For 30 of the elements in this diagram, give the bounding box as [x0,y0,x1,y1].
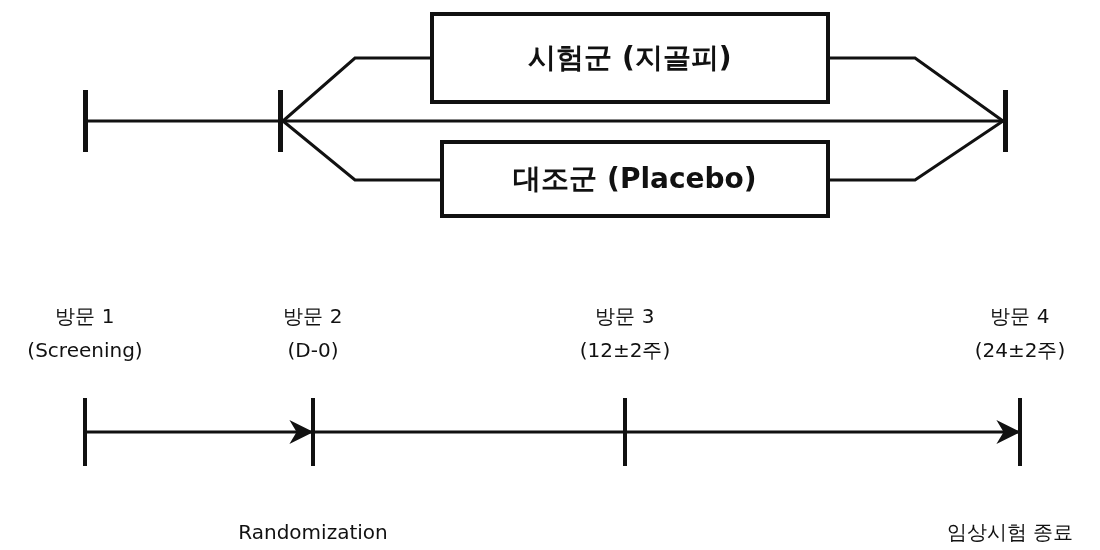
tick-mark [83,90,88,152]
connector-line [315,430,623,434]
connector-line [282,56,430,123]
arrow [627,420,1021,444]
connector-line [830,56,1004,123]
group-label: 대조군 (Placebo) [513,161,757,197]
visit-timing: (24±2주) [974,340,1066,360]
connector-line [88,119,278,123]
tick-mark [623,398,627,466]
tick-mark [83,398,87,466]
visit-timing: (Screening) [27,340,143,360]
tick-mark [311,398,315,466]
visit-timing: (D-0) [287,340,339,360]
visit-label: 방문 1 [55,306,115,326]
connector-line [282,119,440,182]
connector-line [830,119,1004,182]
group-box [440,140,830,218]
visit-label: 방문 4 [990,306,1050,326]
group-label: 시험군 (지골피) [528,40,732,76]
visit-label: 방문 3 [595,306,655,326]
arrow [87,420,314,444]
milestone-label: Randomization [238,522,388,542]
tick-mark [278,90,283,152]
group-box [430,12,830,104]
visit-timing: (12±2주) [579,340,671,360]
tick-mark [1003,90,1008,152]
tick-mark [1018,398,1022,466]
visit-label: 방문 2 [283,306,343,326]
milestone-label: 임상시험 종료 [946,522,1074,542]
connector-line [283,119,1003,123]
